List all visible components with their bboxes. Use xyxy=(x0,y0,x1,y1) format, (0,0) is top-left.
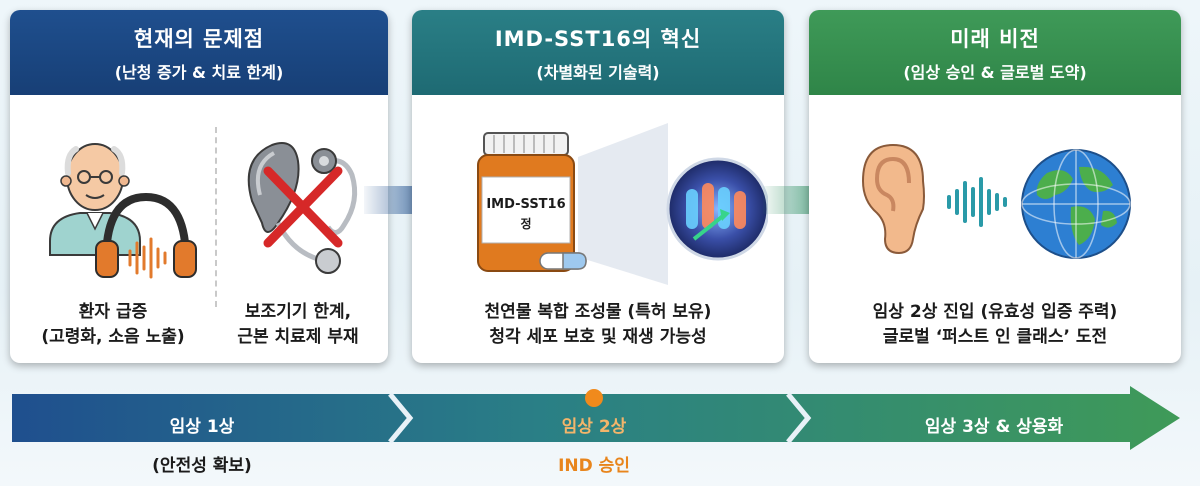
timeline-phase-1: 임상 1상 xyxy=(169,417,235,437)
sound-wave-icon xyxy=(947,177,1007,227)
caption-future: 임상 2상 진입 (유효성 입증 주력) 글로벌 ‘퍼스트 인 클래스’ 도전 xyxy=(809,300,1181,350)
bottle-label: IMD-SST16 xyxy=(486,197,566,212)
timeline-phase-3: 임상 3상 & 상용화 xyxy=(924,417,1064,437)
globe-icon xyxy=(1021,149,1131,259)
medicine-bottle-icon xyxy=(477,123,768,285)
panel-title: IMD-SST16의 혁신 xyxy=(494,26,702,51)
caption-line: (고령화, 소음 노출) xyxy=(41,327,185,347)
panel-current-problems: 현재의 문제점 (난청 증가 & 치료 한계) xyxy=(10,10,388,363)
panel-subtitle: (난청 증가 & 치료 한계) xyxy=(114,62,284,82)
ear-icon xyxy=(861,143,925,255)
caption-patient-surge: 환자 급증 (고령화, 소음 노출) xyxy=(18,300,208,350)
panel-header: IMD-SST16의 혁신 (차별화된 기술력) xyxy=(412,10,784,95)
panel-subtitle: (차별화된 기술력) xyxy=(536,62,660,82)
clinical-timeline xyxy=(12,386,1180,450)
caption-line: 보조기기 한계, xyxy=(244,302,352,322)
panel-title: 현재의 문제점 xyxy=(133,26,265,51)
caption-line: 글로벌 ‘퍼스트 인 클래스’ 도전 xyxy=(882,327,1108,347)
panel-innovation: IMD-SST16의 혁신 (차별화된 기술력) xyxy=(412,10,784,363)
panel-subtitle: (임상 승인 & 글로벌 도약) xyxy=(903,62,1087,82)
caption-device-limits: 보조기기 한계, 근본 치료제 부재 xyxy=(210,300,386,350)
panel-future-vision: 미래 비전 (임상 승인 & 글로벌 도약) xyxy=(809,10,1181,363)
panel-header: 미래 비전 (임상 승인 & 글로벌 도약) xyxy=(809,10,1181,95)
panel-header: 현재의 문제점 (난청 증가 & 치료 한계) xyxy=(10,10,388,95)
timeline-phase-2: 임상 2상 xyxy=(561,417,627,437)
milestone-marker xyxy=(585,389,603,407)
panel-divider xyxy=(215,127,217,307)
caption-line: 청각 세포 보호 및 재생 가능성 xyxy=(489,327,707,347)
caption-line: 임상 2상 진입 (유효성 입증 주력) xyxy=(872,302,1118,322)
caption-line: 근본 치료제 부재 xyxy=(237,327,359,347)
hearing-aid-crossed-icon xyxy=(247,142,358,274)
caption-line: 천연물 복합 조성물 (특허 보유) xyxy=(484,302,712,322)
elderly-patient-icon xyxy=(49,143,197,279)
panel-title: 미래 비전 xyxy=(950,26,1040,51)
bottle-sub-label: 정 xyxy=(520,217,532,231)
timeline-note-phase-2: IND 승인 xyxy=(558,456,630,476)
caption-innovation: 천연물 복합 조성물 (특허 보유) 청각 세포 보호 및 재생 가능성 xyxy=(412,300,784,350)
timeline-note-phase-1: (안전성 확보) xyxy=(152,456,252,476)
caption-line: 환자 급증 xyxy=(78,302,148,322)
